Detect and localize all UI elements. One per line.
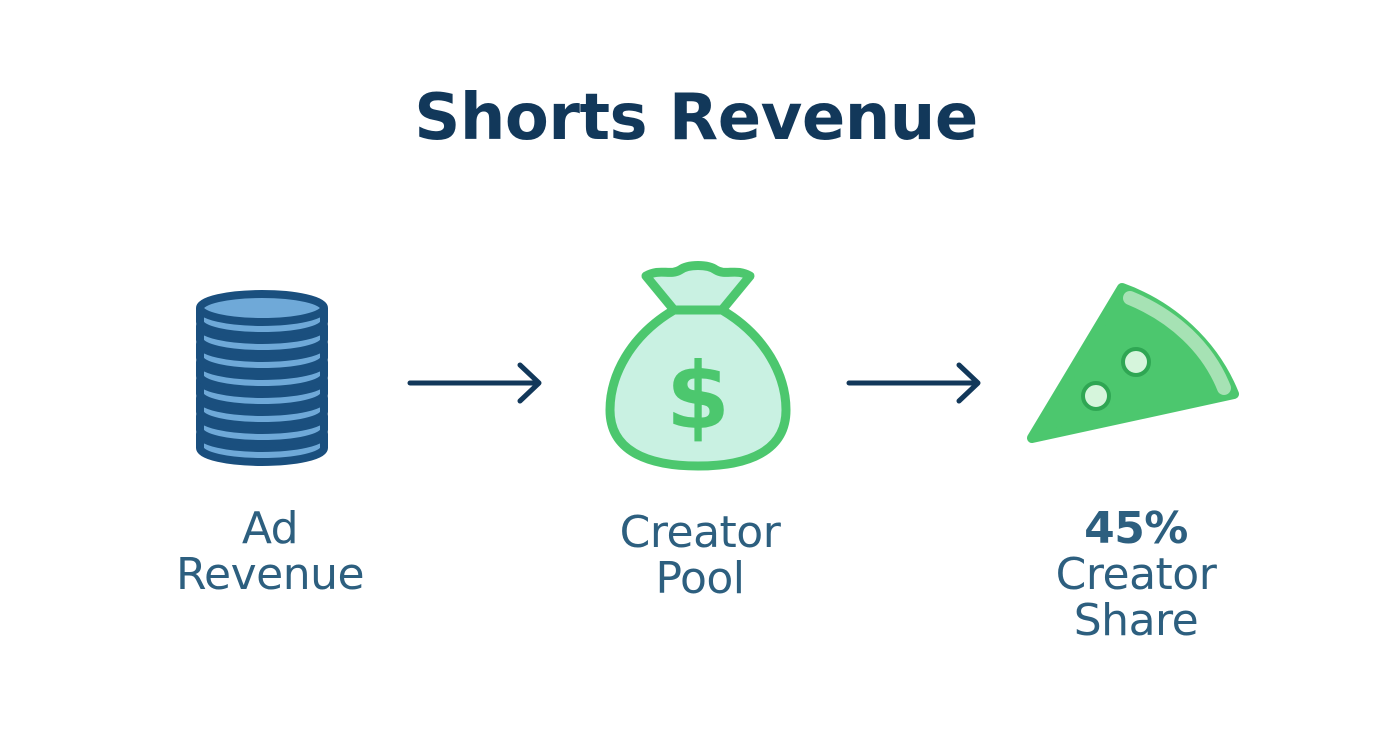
dollar-sign: $ <box>666 343 730 450</box>
label-line: Creator <box>619 507 781 558</box>
step-label-creator-pool: Creator Pool <box>570 510 830 602</box>
flow-arrow-icon <box>846 362 981 404</box>
money-bag-icon: $ <box>605 261 791 471</box>
step-label-creator-share: 45% Creator Share <box>1006 506 1266 644</box>
share-percentage: 45% <box>1084 503 1188 554</box>
diagram-title: Shorts Revenue <box>414 81 978 155</box>
label-line: Ad <box>241 503 299 554</box>
flow-arrow-icon <box>407 362 542 404</box>
label-line: Revenue <box>175 549 365 600</box>
step-label-ad-revenue: Ad Revenue <box>140 506 400 598</box>
label-line: Pool <box>655 553 745 604</box>
label-line: Share <box>1073 595 1199 646</box>
label-line: Creator <box>1055 549 1217 600</box>
coin-stack-icon <box>196 290 328 466</box>
pie-slice-icon <box>1027 283 1239 443</box>
